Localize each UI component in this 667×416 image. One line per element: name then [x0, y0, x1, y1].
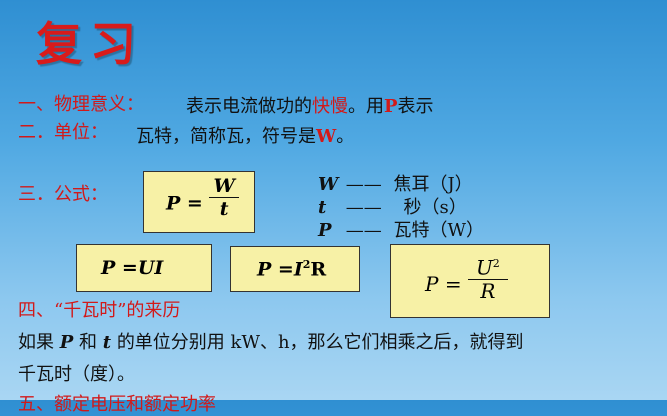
legend-row-w: W —— 焦耳（J）	[318, 170, 484, 195]
formula-u2r-numerator: U2	[467, 253, 508, 280]
legend-symbol: W	[318, 174, 339, 195]
section4-symbol-t: t	[102, 332, 112, 353]
section2-symbol-w: W	[316, 126, 337, 147]
section4-line1-b: 和	[79, 332, 98, 353]
legend-symbol: P	[318, 220, 332, 241]
section2-heading: 二．单位：	[18, 122, 108, 143]
formula-main-fraction: W t	[209, 175, 239, 220]
legend-name: 焦耳（J）	[393, 174, 473, 195]
section4-heading: 四、“千瓦时”的来历	[18, 300, 181, 321]
section4-line1-a: 如果	[18, 332, 54, 353]
legend-row-t: t —— 秒（s）	[318, 193, 484, 218]
formula-main: P = W t	[166, 175, 239, 220]
section4-line2: 千瓦时（度）。	[18, 364, 135, 385]
section2-text-b: 。	[336, 126, 355, 147]
formula-i2r: P =I2R	[257, 258, 326, 280]
legend-dash: ——	[345, 220, 382, 241]
formula-main-lhs: P =	[166, 192, 203, 215]
formula-box-ui: P =UI	[76, 244, 212, 292]
formula-i2r-rhs: R	[310, 258, 327, 281]
unit-legend: W —— 焦耳（J） t —— 秒（s） P —— 瓦特（W）	[318, 170, 484, 241]
section4-line1-c: 的单位分别用 kW、h，那么它们相乘之后，就得到	[116, 332, 524, 353]
section1-heading: 一、物理意义：	[18, 94, 144, 115]
section1-text-b: 。用	[348, 96, 384, 117]
section1-text-c: 表示	[397, 96, 434, 117]
section1-text-a: 表示电流做功的	[186, 96, 312, 117]
legend-symbol: t	[318, 197, 327, 218]
formula-box-u2r: P = U2 R	[390, 244, 550, 318]
legend-name: 瓦特（W）	[393, 220, 484, 241]
formula-box-main: P = W t	[143, 171, 255, 233]
formula-ui: P =UI	[101, 257, 164, 279]
legend-name: 秒（s）	[403, 197, 467, 218]
formula-i2r-sup: 2	[302, 258, 311, 271]
formula-i2r-lhs: P =I	[257, 258, 303, 281]
legend-dash: ——	[345, 174, 382, 195]
formula-u2r: P = U2 R	[425, 257, 508, 302]
section1-symbol-p: P	[384, 96, 398, 117]
section4-symbol-p: P	[59, 332, 74, 353]
section3-heading: 三．公式：	[18, 184, 108, 205]
slide-title: 复习	[36, 17, 144, 71]
section1-text: 表示电流做功的快慢。用P表示	[186, 92, 434, 118]
formula-main-denominator: t	[219, 198, 229, 220]
section2-text-a: 瓦特，简称瓦，符号是	[136, 126, 316, 147]
section4-line1: 如果 P 和 t 的单位分别用 kW、h，那么它们相乘之后，就得到	[18, 328, 524, 354]
formula-u2r-sup: 2	[492, 257, 500, 270]
formula-u2r-num-u: U	[475, 255, 493, 280]
section5-heading-partial: 五、额定电压和额定功率	[18, 394, 216, 415]
formula-u2r-lhs: P =	[425, 271, 462, 296]
formula-box-i2r: P =I2R	[230, 246, 360, 292]
section2-text: 瓦特，简称瓦，符号是W。	[136, 122, 354, 148]
legend-row-p: P —— 瓦特（W）	[318, 216, 484, 241]
formula-main-numerator: W	[209, 175, 239, 198]
legend-dash: ——	[345, 197, 382, 218]
section1-highlight: 快慢	[312, 96, 348, 117]
formula-u2r-denominator: R	[480, 278, 496, 303]
formula-u2r-fraction: U2 R	[467, 253, 508, 303]
